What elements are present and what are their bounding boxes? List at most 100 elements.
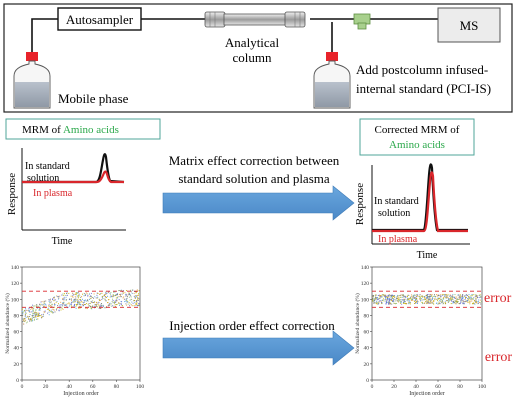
column-label-line2: column [233,50,272,65]
data-point [57,303,60,305]
data-point [34,313,36,316]
data-point [400,300,402,302]
data-point [118,304,121,306]
data-point [134,297,136,299]
data-point [412,296,414,298]
data-point [119,294,122,296]
data-point [52,312,54,314]
data-point [461,294,463,296]
data-point [458,303,460,305]
data-point [62,294,64,296]
mobile-phase-label: Mobile phase [58,91,129,106]
data-point [48,304,50,306]
data-point [375,301,377,303]
data-point [412,299,414,302]
data-point [30,311,32,313]
data-point [36,307,39,309]
data-point [89,302,91,305]
left-plasma-trace [22,170,124,184]
x-tick-label: 0 [21,384,24,390]
data-point [406,297,409,299]
data-point [426,299,428,301]
data-point [57,298,59,300]
data-point [59,307,61,309]
data-point [447,294,449,296]
data-point [425,298,427,301]
instrument-panel-frame [3,3,513,113]
data-point [24,315,26,317]
data-point [136,294,139,296]
data-point [137,293,140,295]
data-point [126,290,128,292]
data-point [437,299,439,301]
data-point [113,291,115,293]
data-point [64,298,66,300]
data-point [53,299,55,301]
data-point [414,302,417,304]
data-point [412,295,414,297]
data-point [54,303,56,305]
data-point [40,315,42,317]
data-point [437,303,439,305]
data-point [91,296,93,299]
data-point [124,298,126,300]
data-point [108,299,110,301]
data-point [467,295,469,297]
data-point [101,296,103,298]
data-point [48,307,50,309]
data-point [99,299,101,301]
data-point [396,302,398,305]
data-point [133,305,135,307]
data-point [116,300,118,302]
data-point [413,294,415,296]
data-point [24,313,26,315]
data-point [49,302,51,304]
data-point [105,292,107,294]
data-point [445,300,447,302]
data-point [138,302,140,304]
data-point [406,299,408,301]
data-point [68,292,70,294]
data-point [138,298,140,300]
data-point [113,305,115,307]
data-point [24,311,26,313]
data-point [390,296,392,298]
left-standard-label-2: solution [27,173,59,184]
data-point [70,305,72,307]
data-point [397,294,399,296]
data-point [131,292,133,294]
data-point [382,296,384,298]
data-point [75,304,77,306]
data-point [58,295,60,297]
data-point [455,298,457,300]
data-point [416,302,418,305]
data-point [54,311,56,313]
data-point [432,301,434,303]
data-point [105,291,107,293]
data-point [48,311,50,313]
data-point [44,311,46,313]
data-point [32,310,34,312]
data-point [439,295,441,297]
data-point [55,309,57,311]
y-tick-label: 120 [11,281,20,287]
data-point [57,304,59,307]
data-point [52,303,54,305]
data-point [77,297,79,299]
data-point [48,314,50,316]
data-point [103,307,105,309]
data-point [70,298,72,300]
data-point [117,297,119,299]
data-point [68,302,70,304]
y-tick-label: 80 [364,313,370,319]
data-point [400,296,402,298]
data-point [83,295,85,297]
data-point [37,318,39,320]
data-point [384,294,387,296]
data-point [452,300,454,302]
data-point [98,307,100,309]
y-tick-label: 20 [364,362,370,368]
data-point [481,298,483,300]
data-point [380,296,382,298]
data-point [24,310,26,312]
